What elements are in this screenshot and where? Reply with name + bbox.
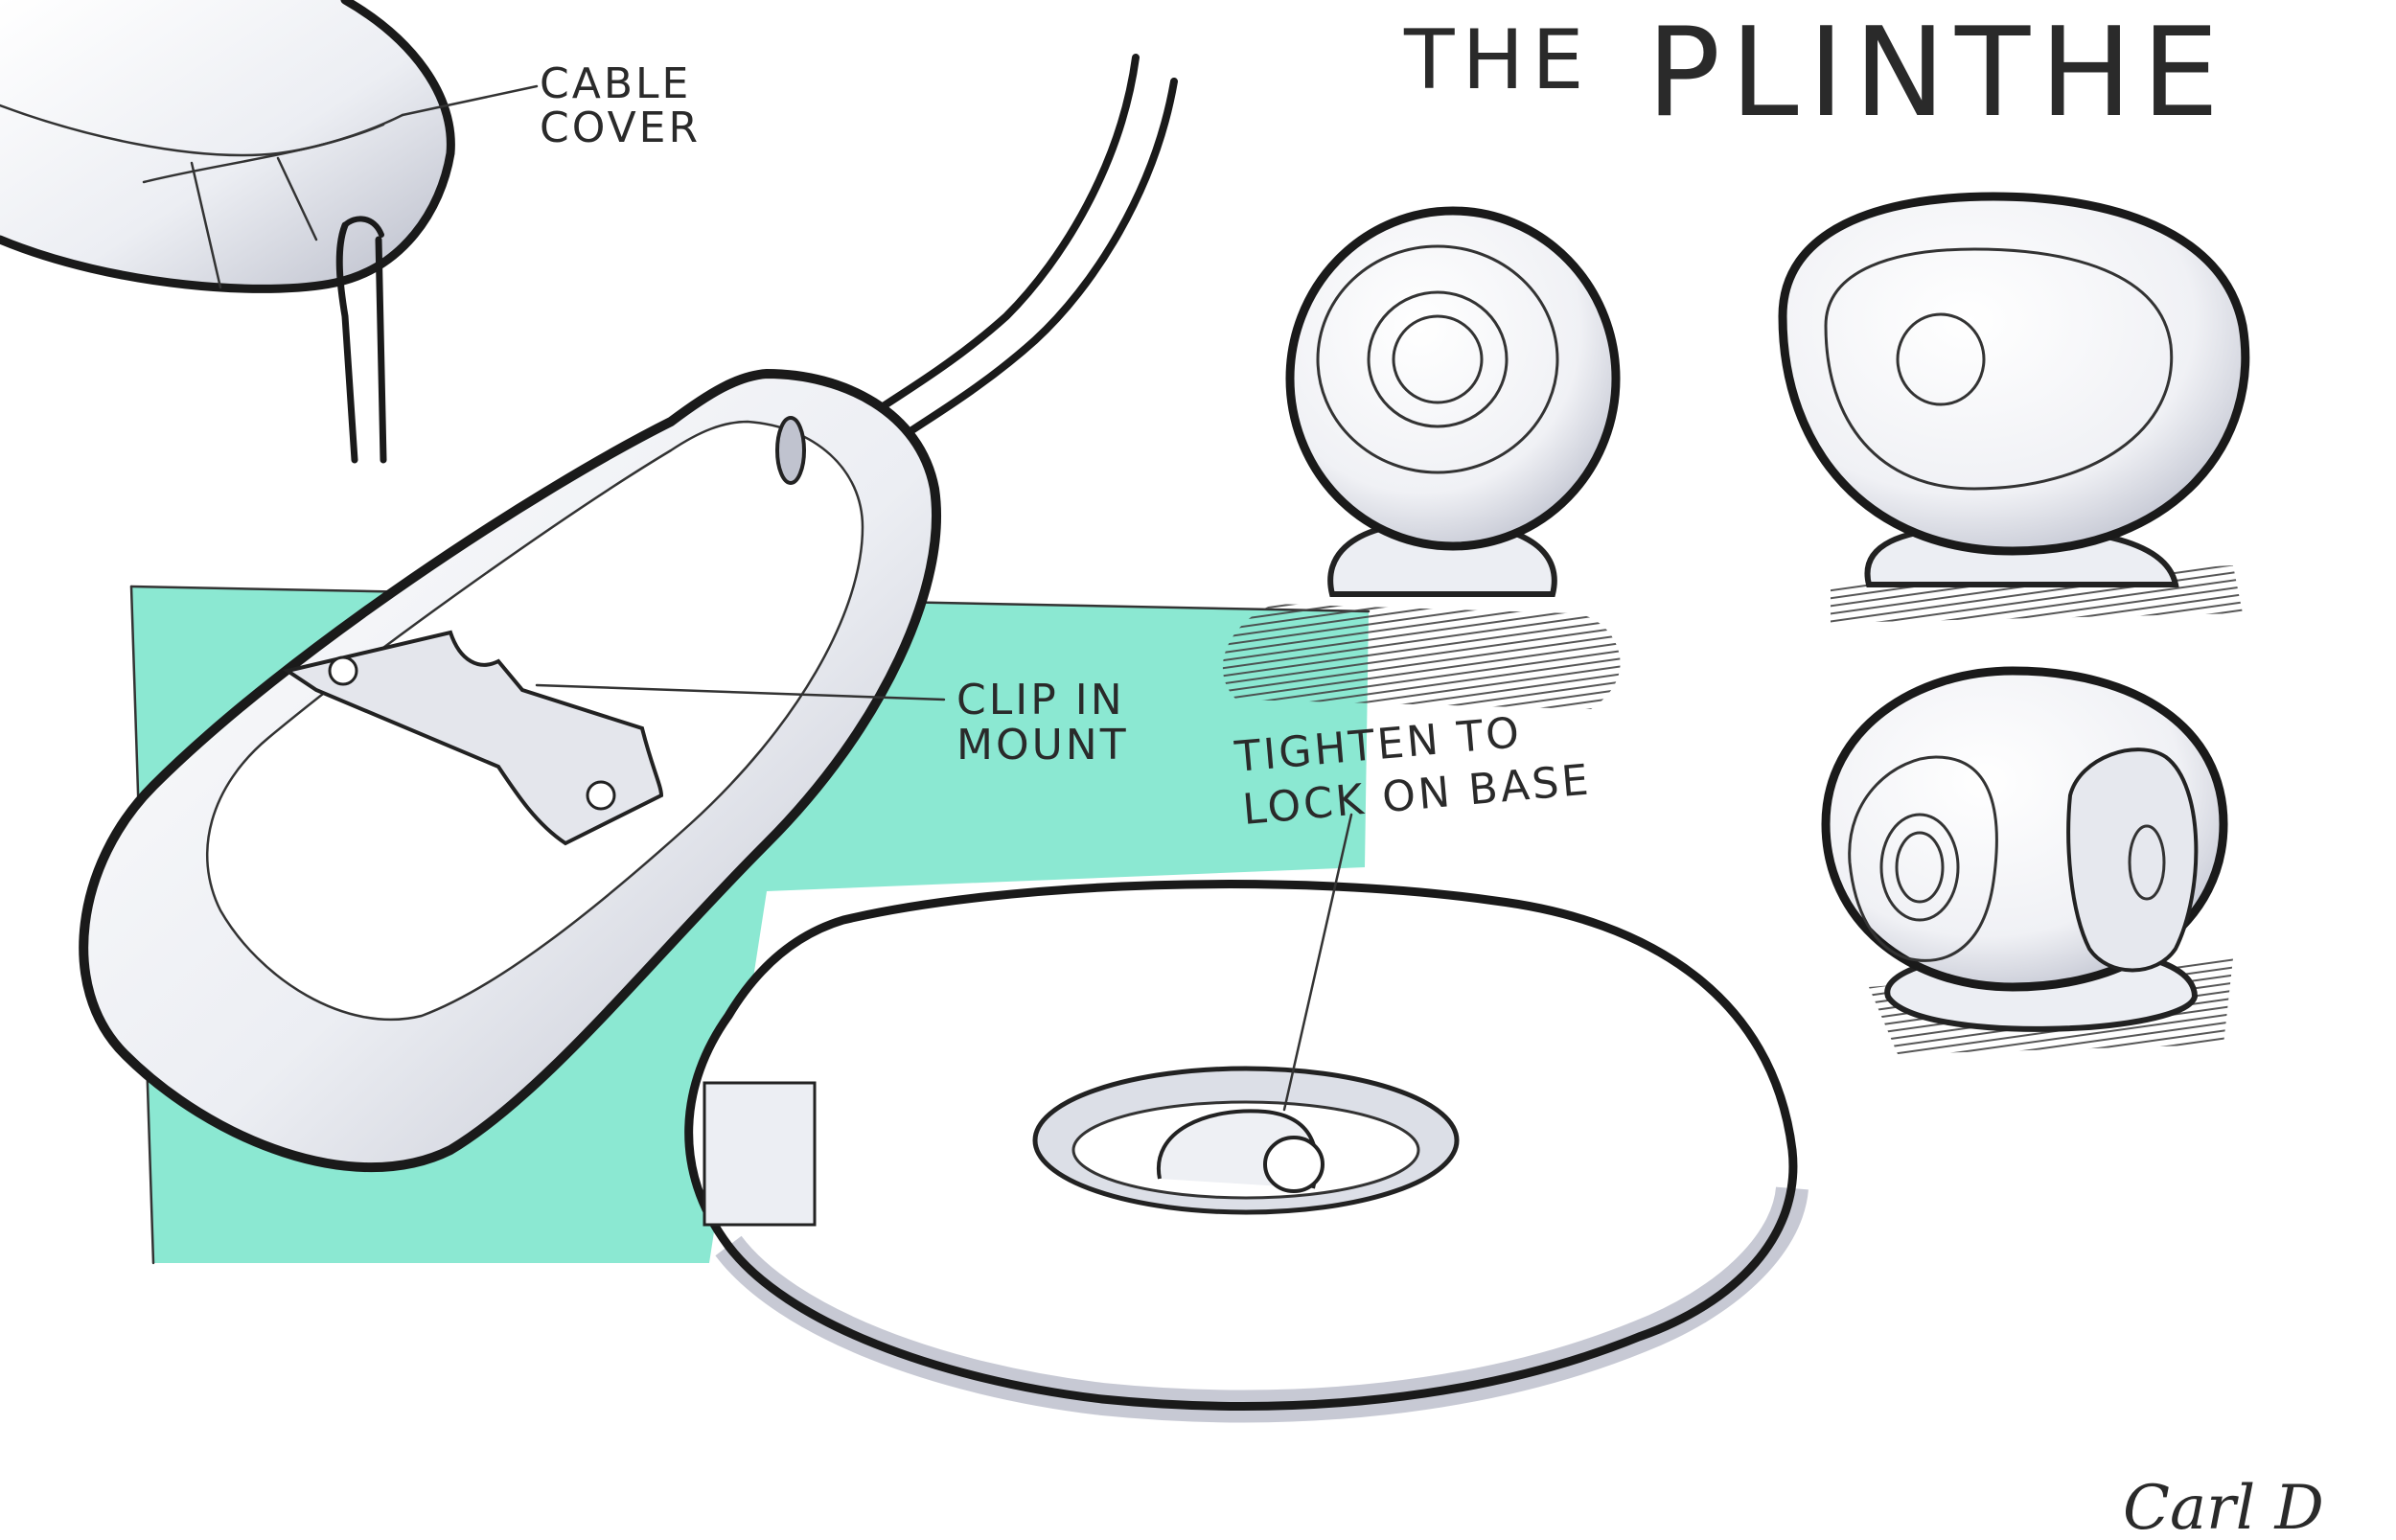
clip-mount-label-line1: CLIP IN: [956, 676, 1125, 724]
cable-cover-detail: [0, 0, 539, 464]
cable-cover-label-line1: CABLE: [540, 59, 691, 108]
speaker-angle-view: [1821, 666, 2233, 1054]
clip-in-mount-sketch: [79, 369, 946, 1173]
clip-mount-label-line2: MOUNT: [956, 721, 1129, 770]
title-prefix: THE: [1403, 12, 1592, 108]
cable-line: [878, 54, 1178, 435]
artist-signature: Carl D: [2123, 1473, 2324, 1540]
speaker-side-view: [1778, 192, 2250, 623]
page-title: PLINTHE: [1647, 2, 2228, 145]
cable-cover-label-line2: COVER: [540, 103, 701, 152]
base-plate-sketch: [684, 813, 1809, 1423]
speaker-front-view: [1222, 206, 1621, 709]
